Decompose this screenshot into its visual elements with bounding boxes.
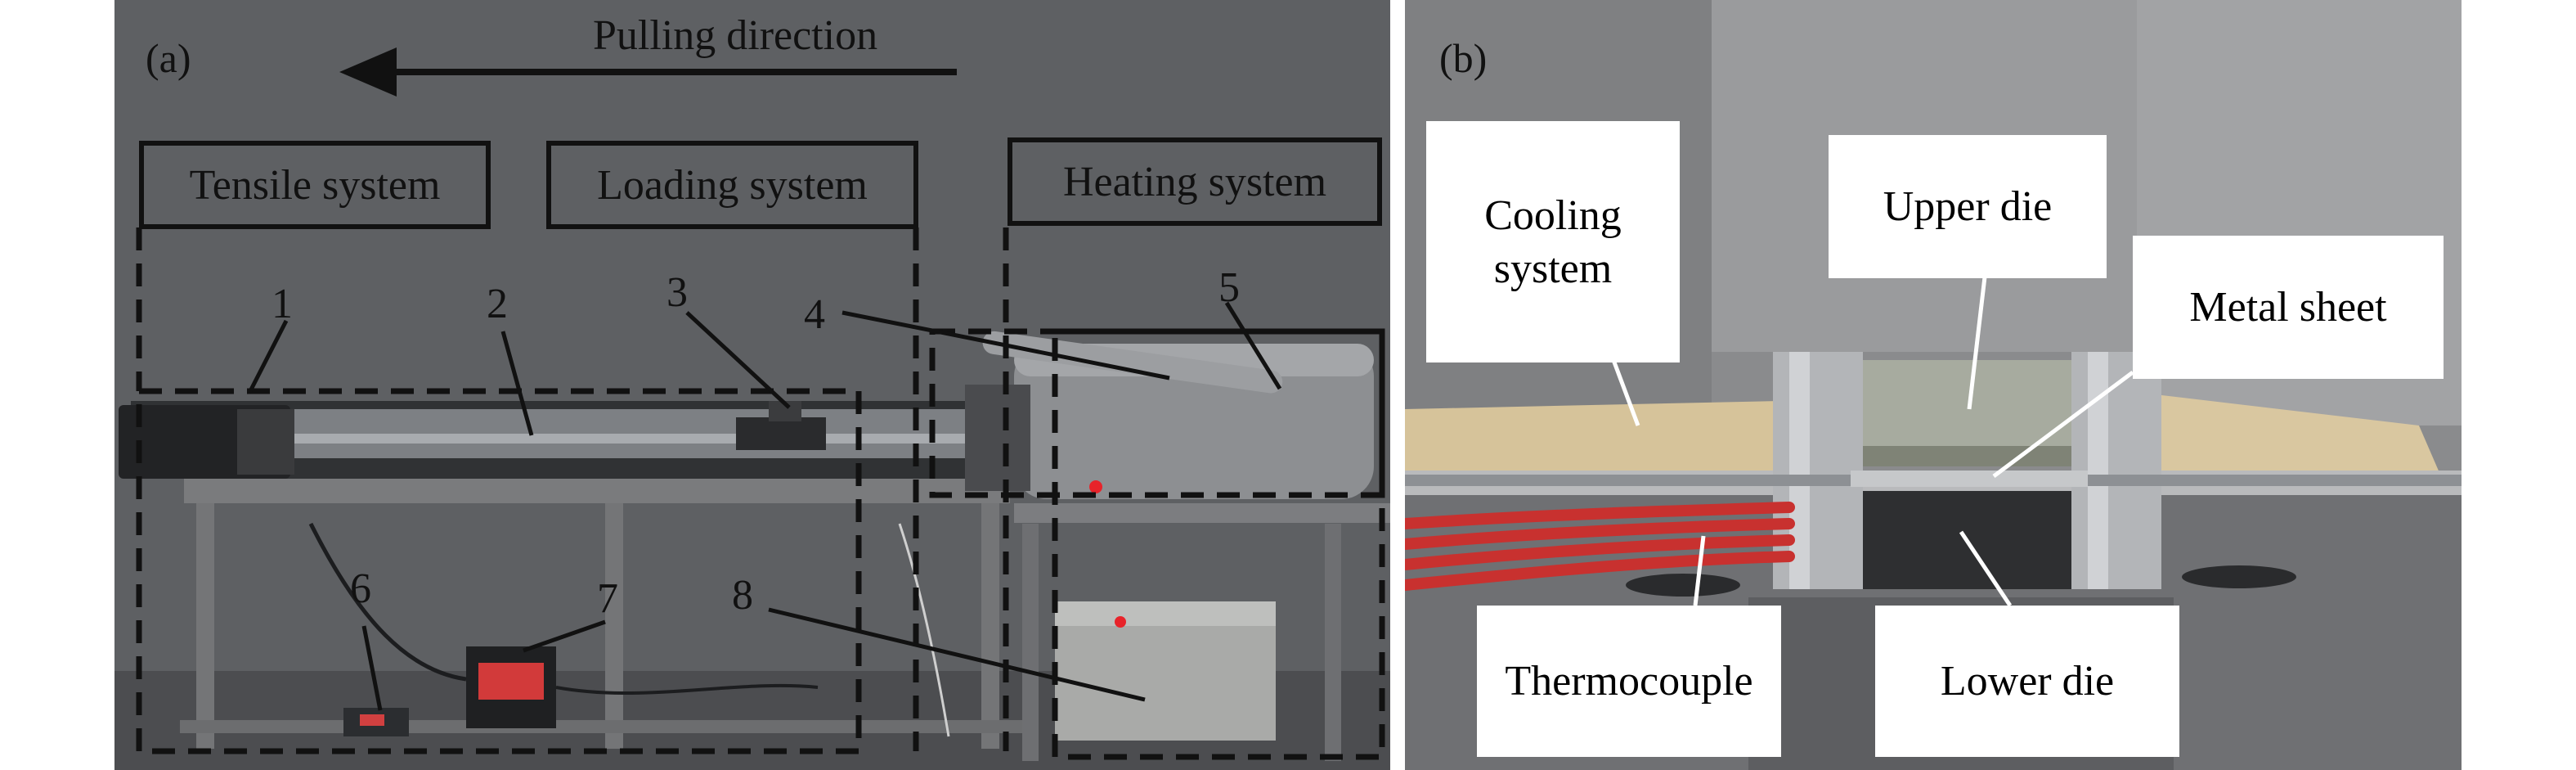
metal-sheet-callout: Metal sheet: [2133, 236, 2444, 379]
component-number-5: 5: [1218, 264, 1240, 311]
thermocouple-callout: Thermocouple: [1477, 606, 1781, 757]
pulling-direction-label: Pulling direction: [593, 12, 878, 59]
component-number-3: 3: [666, 269, 688, 316]
component-number-4: 4: [804, 291, 825, 338]
panel-b-photo: (b) Cooling system Upper die Metal sheet…: [1405, 0, 2462, 770]
component-number-7: 7: [597, 575, 618, 622]
panel-a-label: (a): [146, 35, 191, 81]
tensile-system-label: Tensile system: [139, 141, 491, 229]
component-number-2: 2: [487, 281, 508, 327]
loading-system-label: Loading system: [546, 141, 918, 229]
component-number-8: 8: [732, 572, 753, 619]
component-number-6: 6: [350, 565, 371, 612]
experimental-setup-illustration: [114, 0, 1390, 770]
panel-b-label: (b): [1439, 35, 1488, 81]
heating-system-label: Heating system: [1008, 137, 1382, 226]
cooling-system-callout: Cooling system: [1426, 121, 1680, 362]
lower-die-callout: Lower die: [1875, 606, 2179, 757]
upper-die-callout: Upper die: [1829, 135, 2107, 278]
component-number-1: 1: [272, 281, 293, 327]
panel-a-photo: (a) Pulling direction Tensile system Loa…: [114, 0, 1390, 770]
